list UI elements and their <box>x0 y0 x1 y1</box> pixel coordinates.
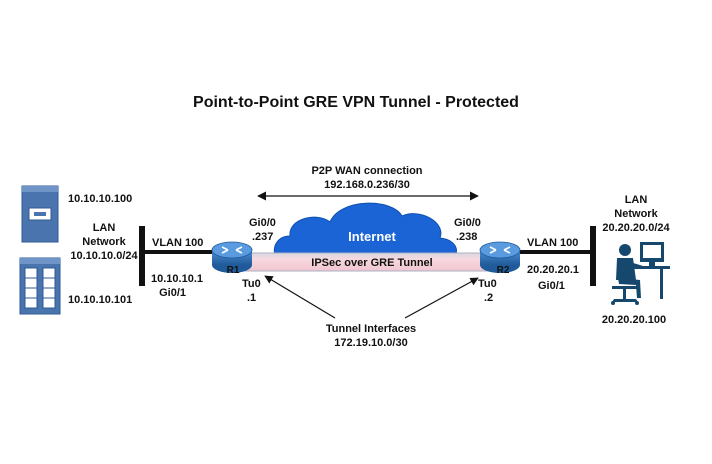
right-lan-title-line1: LAN <box>625 194 648 206</box>
server-icon[interactable] <box>21 185 59 243</box>
user-workstation-icon[interactable] <box>611 242 670 305</box>
workstation-ip: 20.20.20.100 <box>602 314 666 326</box>
r2-wan-ip: .238 <box>456 231 477 243</box>
right-vlan-label: VLAN 100 <box>527 237 578 249</box>
r2-tunnel-interface: Tu0 <box>478 278 497 290</box>
router-r2-label: R2 <box>497 265 510 276</box>
r1-lan-interface: Gi0/1 <box>159 287 186 299</box>
wan-label-line1: P2P WAN connection <box>311 165 422 177</box>
r2-wan-interface: Gi0/0 <box>454 217 481 229</box>
left-vlan-label: VLAN 100 <box>152 237 203 249</box>
right-lan-subnet: 20.20.20.0/24 <box>602 222 670 234</box>
r1-wan-ip: .237 <box>252 231 273 243</box>
router-r2[interactable] <box>479 241 521 273</box>
host2-ip: 10.10.10.101 <box>68 294 132 306</box>
host1-ip: 10.10.10.100 <box>68 193 132 205</box>
left-lan-segment <box>139 226 145 286</box>
r2-lan-interface: Gi0/1 <box>538 280 565 292</box>
cloud-icon <box>273 202 457 263</box>
r1-tunnel-interface: Tu0 <box>242 278 261 290</box>
r2-lan-ip: 20.20.20.1 <box>527 264 579 276</box>
r1-lan-ip: 10.10.10.1 <box>151 273 203 285</box>
tunnel-pointer-right <box>404 277 479 319</box>
server-rack-icon[interactable] <box>19 257 61 315</box>
router-r1[interactable] <box>211 241 253 273</box>
left-lan-title-line2: Network <box>82 236 126 248</box>
wan-label-line2: 192.168.0.236/30 <box>324 179 410 191</box>
r1-tunnel-ip: .1 <box>247 292 256 304</box>
tunnel-pointer-left <box>264 275 336 319</box>
left-lan-title-line1: LAN <box>93 222 116 234</box>
right-lan-title-line2: Network <box>614 208 658 220</box>
tunnel-interfaces-label-line2: 172.19.10.0/30 <box>334 337 407 349</box>
router-r1-label: R1 <box>227 265 240 276</box>
r1-wan-interface: Gi0/0 <box>249 217 276 229</box>
left-lan-subnet: 10.10.10.0/24 <box>70 250 138 262</box>
tunnel-label: IPSec over GRE Tunnel <box>311 257 432 269</box>
diagram-title: Point-to-Point GRE VPN Tunnel - Protecte… <box>193 94 519 111</box>
right-lan-segment <box>590 226 596 286</box>
cloud-label: Internet <box>348 229 396 244</box>
tunnel-interfaces-label-line1: Tunnel Interfaces <box>326 323 416 335</box>
r2-tunnel-ip: .2 <box>484 292 493 304</box>
